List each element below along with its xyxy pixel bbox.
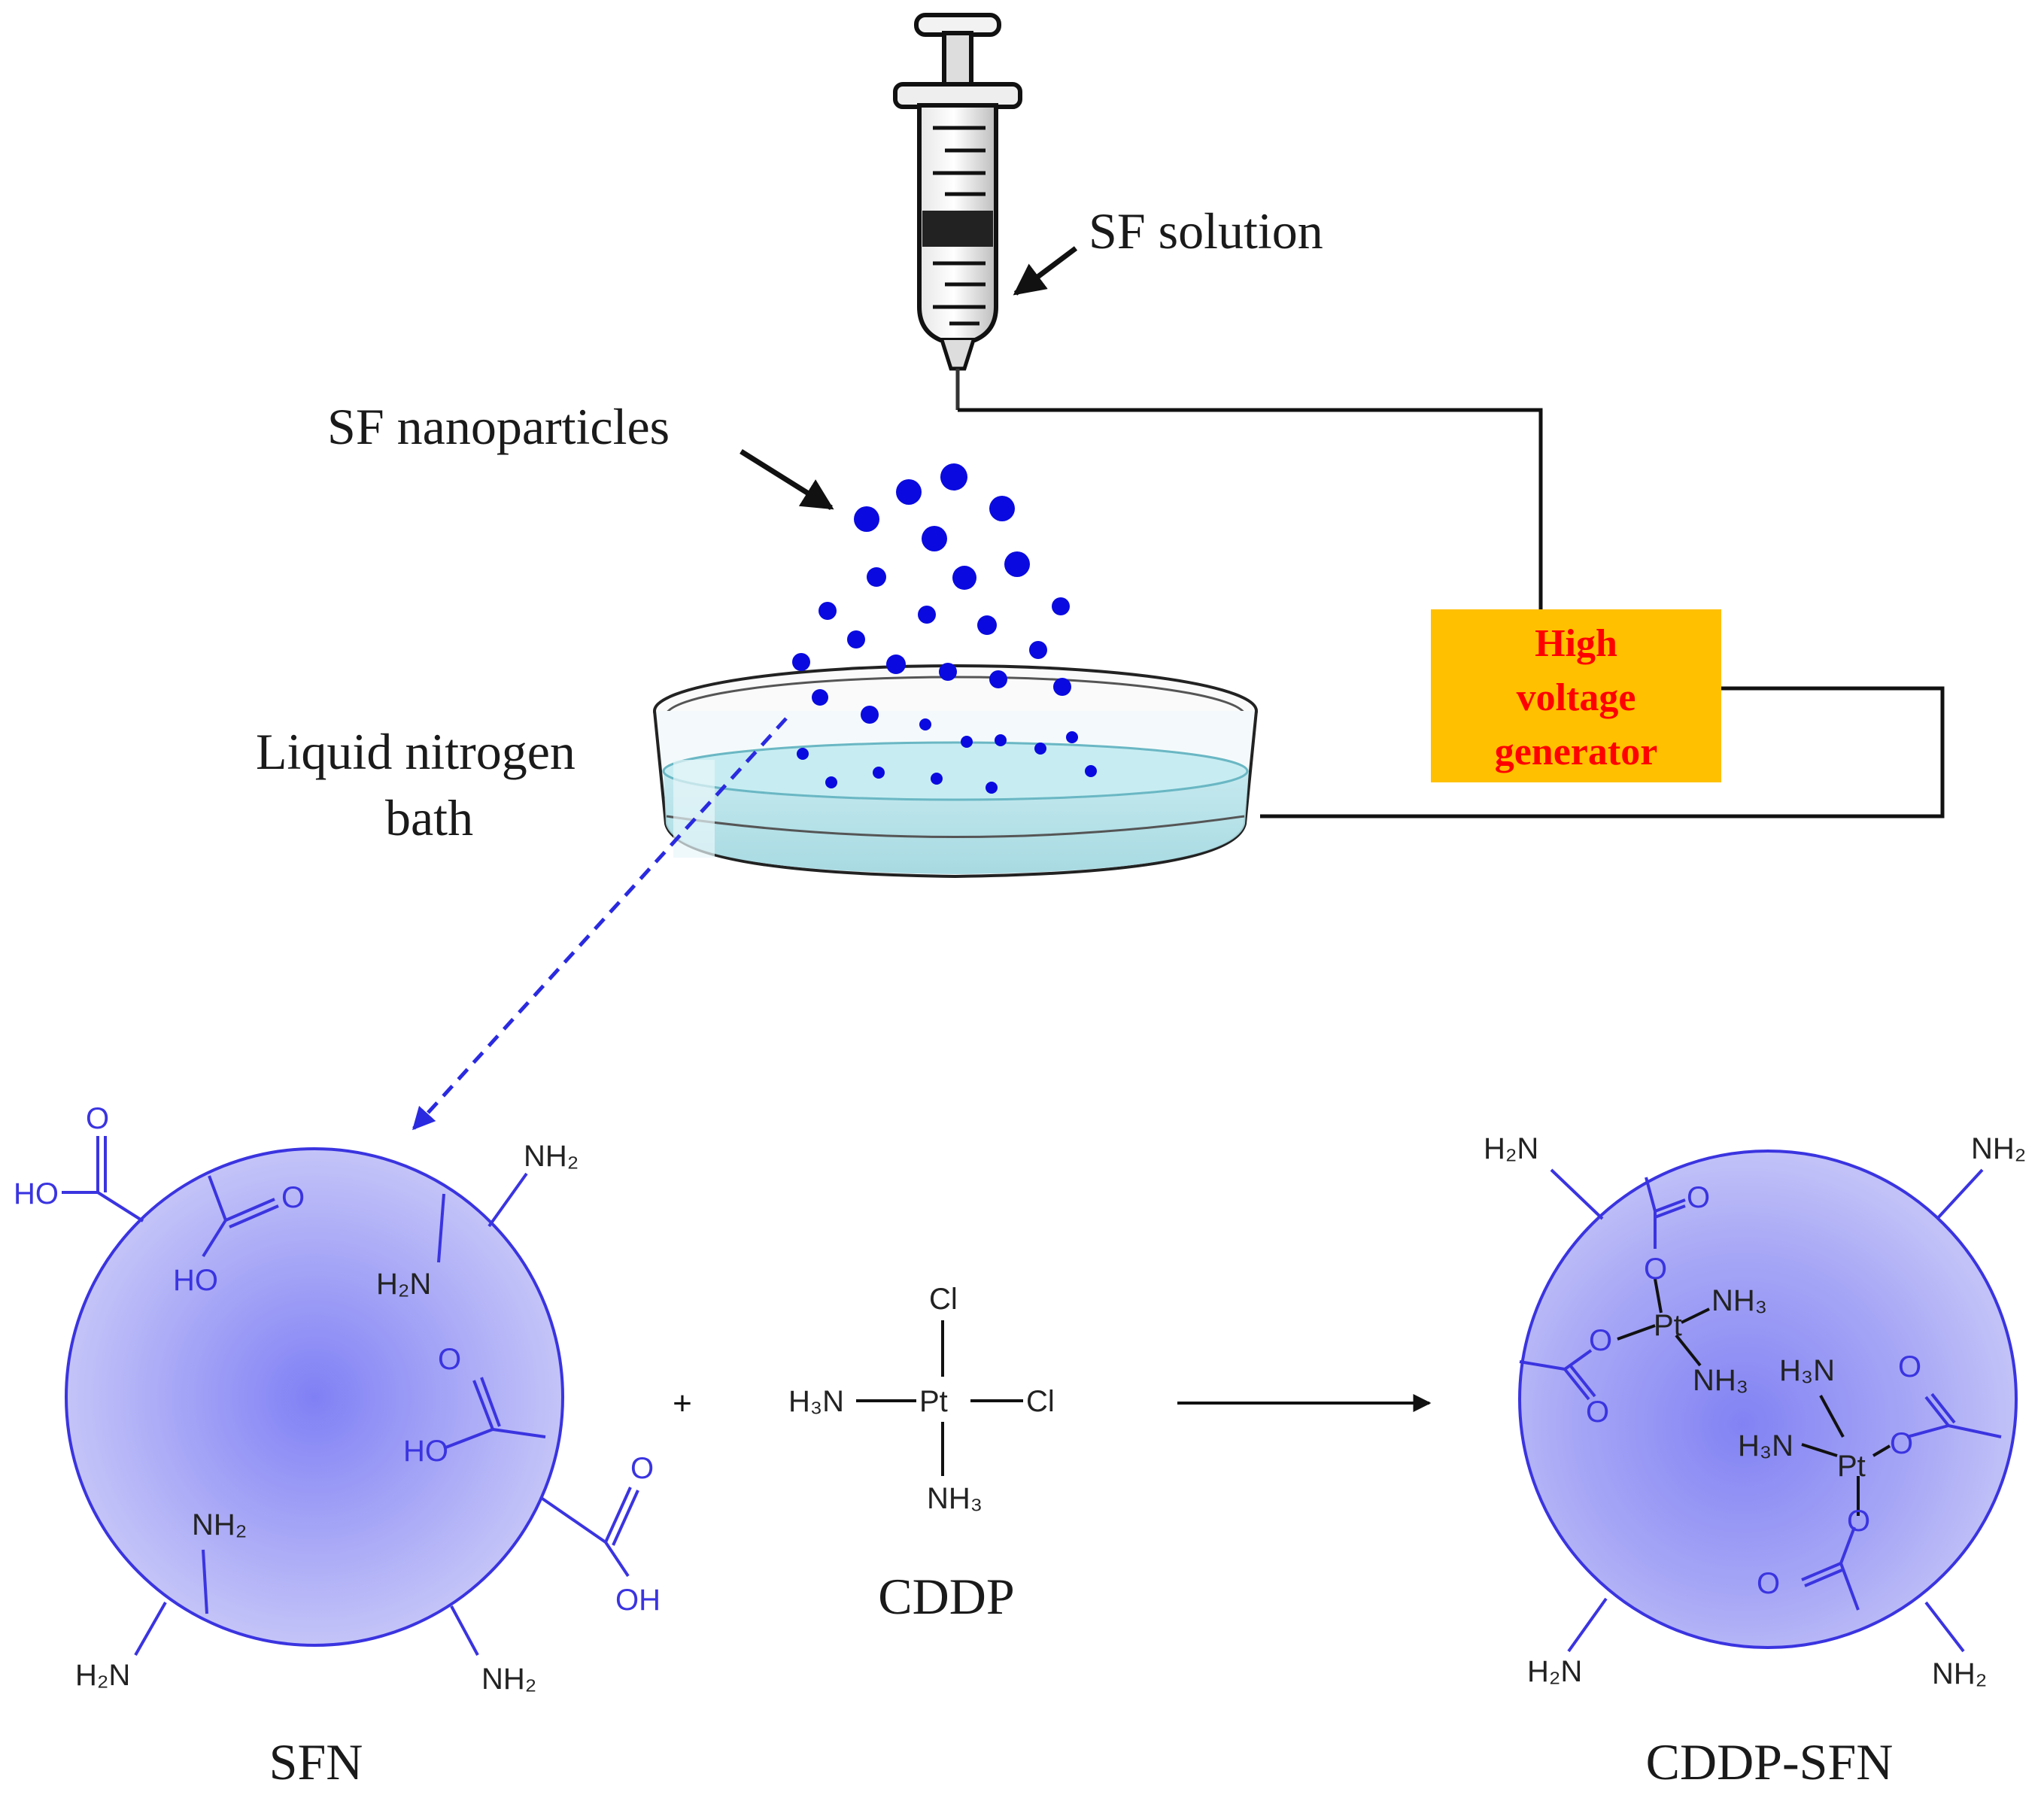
hv-label-line1: High <box>1535 622 1617 665</box>
sfn-sphere: O HO O HO NH₂ H₂N O HO O OH NH₂ H₂N NH₂ <box>14 1102 661 1696</box>
cddp-sfn-o-3: O <box>1589 1324 1612 1357</box>
sfn-o-4: O <box>630 1452 654 1485</box>
sfn-ho-1: HO <box>14 1177 59 1210</box>
nanoparticle-spray <box>792 463 1097 794</box>
cddp-sfn-nh3-1a: NH₃ <box>1711 1284 1767 1317</box>
cddp-pt: Pt <box>919 1385 948 1418</box>
sfn-ho-2: HO <box>173 1264 218 1297</box>
sf-solution-arrow <box>1013 246 1078 296</box>
sfn-o-1: O <box>86 1102 109 1135</box>
cddp-sfn-o-1: O <box>1687 1181 1710 1214</box>
cddp-sfn-nh2-tr: NH₂ <box>1971 1132 2026 1165</box>
hv-label-line2: voltage <box>1517 676 1636 719</box>
sfn-o-2: O <box>281 1181 305 1214</box>
cddp-sfn-o-6: O <box>1890 1427 1913 1460</box>
cddp-sfn-o-5: O <box>1898 1350 1921 1383</box>
sfn-nh2-bottom: NH₂ <box>481 1663 536 1696</box>
bath-label-line2: bath <box>385 789 473 846</box>
cddp-sfn-pt-1: Pt <box>1654 1309 1682 1342</box>
sfn-h2n-bottom: H₂N <box>75 1659 130 1692</box>
sf-nanoparticles-label: SF nanoparticles <box>327 398 670 455</box>
cddp-sfn-o-7: O <box>1847 1505 1870 1538</box>
cddp-label: CDDP <box>878 1568 1014 1625</box>
sf-solution-label: SF solution <box>1089 202 1323 260</box>
cddp-molecule: Cl H₃N Pt Cl NH₃ <box>788 1283 1055 1515</box>
cddp-sfn-sphere: H₂N NH₂ H₂N NH₂ O O O O O O O O Pt NH₃ N… <box>1484 1132 2026 1690</box>
sfn-nh2-top: NH₂ <box>524 1140 579 1173</box>
sfn-ho-3: HO <box>403 1435 448 1468</box>
cddp-sfn-h3n-2b: H₃N <box>1738 1429 1793 1462</box>
cddp-sfn-o-8: O <box>1757 1567 1780 1600</box>
cddp-cl-right: Cl <box>1026 1385 1055 1418</box>
sfn-oh: OH <box>615 1584 661 1617</box>
bath-label-line1: Liquid nitrogen <box>256 723 576 780</box>
liquid-nitrogen-dish-icon <box>653 664 1258 879</box>
circuit-wire <box>958 408 1945 819</box>
cddp-sfn-pt-2: Pt <box>1837 1450 1866 1483</box>
cddp-sfn-h3n-2a: H₃N <box>1779 1354 1835 1387</box>
cddp-sfn-h2n-bl: H₂N <box>1527 1655 1582 1688</box>
cddp-cl-top: Cl <box>929 1283 958 1316</box>
cddp-sfn-label: CDDP-SFN <box>1646 1733 1894 1790</box>
sfn-o-3: O <box>438 1343 461 1376</box>
plus-sign: + <box>673 1385 692 1422</box>
hv-label-line3: generator <box>1495 730 1658 773</box>
syringe-icon <box>893 13 1022 410</box>
high-voltage-generator: High voltage generator <box>1431 609 1721 782</box>
cddp-nh3: NH₃ <box>927 1482 983 1515</box>
cddp-sfn-nh3-1b: NH₃ <box>1693 1364 1748 1397</box>
sfn-h2n-inner: H₂N <box>376 1268 431 1301</box>
zoom-dashed-arrow <box>412 717 788 1131</box>
cddp-sfn-o-2: O <box>1644 1253 1667 1286</box>
cddp-h3n: H₃N <box>788 1385 844 1418</box>
sfn-label: SFN <box>269 1733 363 1790</box>
cddp-sfn-o-4: O <box>1586 1396 1609 1429</box>
sfn-nh2-inner: NH₂ <box>192 1508 247 1541</box>
sf-nanoparticles-arrow <box>740 449 834 510</box>
cddp-sfn-h2n-tl: H₂N <box>1484 1132 1538 1165</box>
cddp-sfn-nh2-br: NH₂ <box>1932 1657 1987 1690</box>
